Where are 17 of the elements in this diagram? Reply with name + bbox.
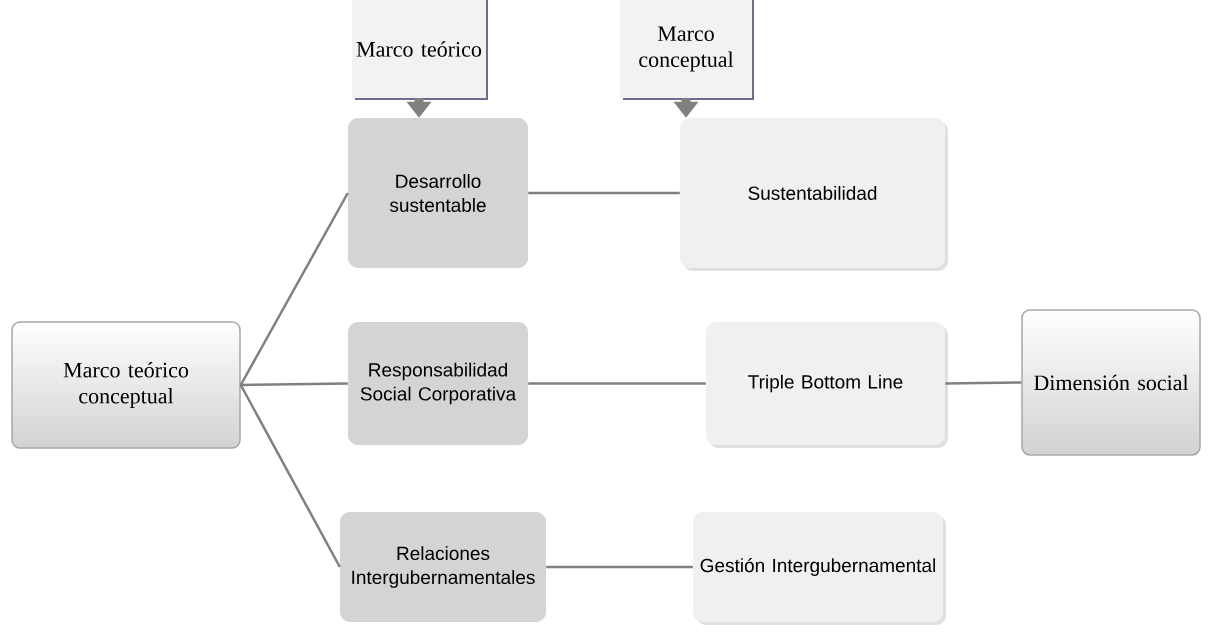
connector-line [528, 382, 706, 385]
topic-box: Responsabilidad Social Corporativa [348, 322, 528, 445]
topic-box: Desarrollo sustentable [348, 118, 528, 268]
concept-box: Dimensión social [1021, 309, 1201, 456]
header-box: Marco teórico [352, 0, 488, 100]
header-box: Marco conceptual [620, 0, 754, 100]
connector-line [945, 381, 1022, 385]
topic-box: Triple Bottom Line [706, 322, 948, 448]
topic-box: Sustentabilidad [680, 118, 948, 271]
connector-line [239, 384, 341, 568]
concept-box: Marco teórico conceptual [11, 321, 241, 449]
connector-line [528, 191, 680, 195]
connector-line [546, 565, 693, 569]
connector-line [239, 192, 349, 386]
topic-box: Gestión Intergubernamental [693, 512, 946, 625]
connector-line [240, 382, 348, 387]
topic-box: Relaciones Intergubernamentales [340, 512, 546, 622]
